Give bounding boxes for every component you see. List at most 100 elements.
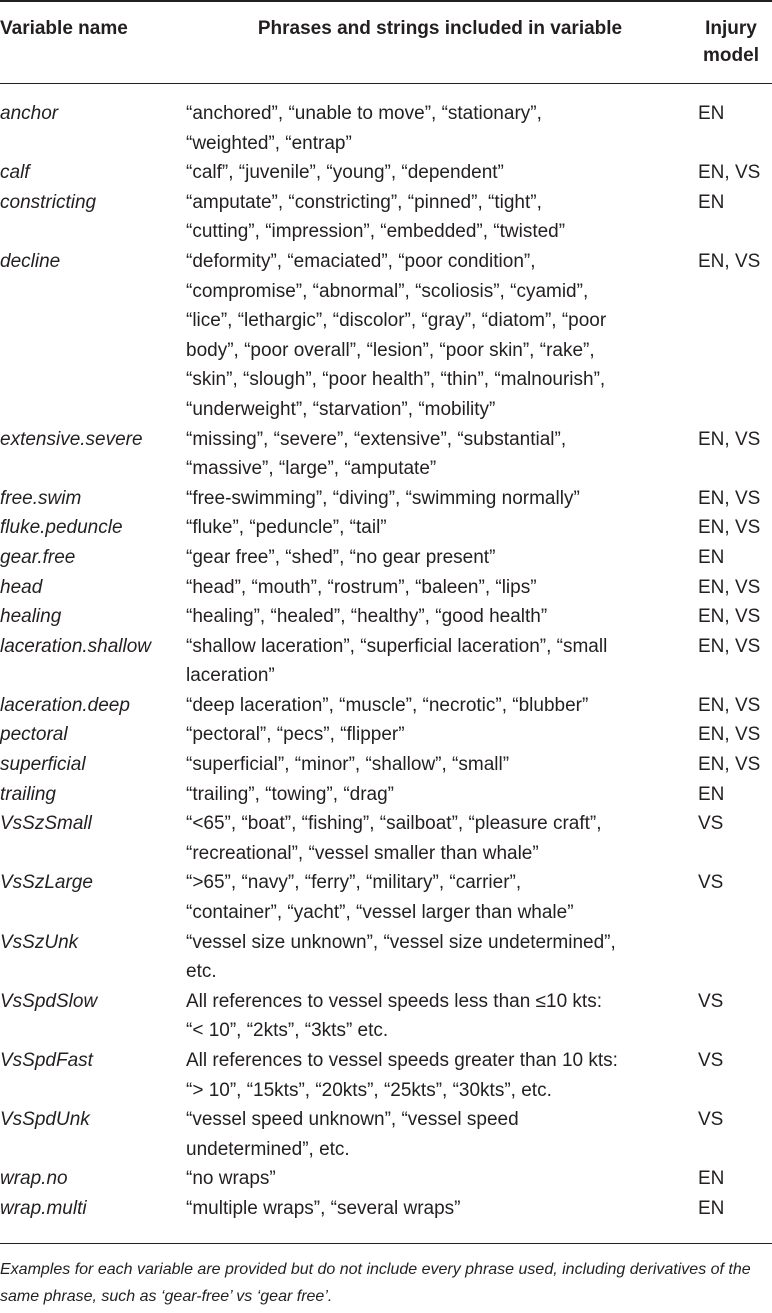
injury-model: EN	[698, 1197, 725, 1219]
phrases-cell: “vessel size unknown”, “vessel size unde…	[186, 928, 698, 987]
phrase-line: “gear free”, “shed”, “no gear present”	[186, 546, 496, 568]
phrases-cell: “>65”, “navy”, “ferry”, “military”, “car…	[186, 868, 698, 927]
variable-name: free.swim	[0, 487, 82, 509]
phrase-line: “weighted”, “entrap”	[186, 132, 352, 154]
variable-name: healing	[0, 606, 62, 628]
injury-model: EN, VS	[698, 694, 761, 716]
phrases-cell: “no wraps”	[186, 1164, 698, 1194]
table-row: free.swim “free-swimming”, “diving”, “swi…	[0, 484, 772, 514]
table-row: VsSpdFast All references to vessel speeds…	[0, 1046, 772, 1105]
injury-model: EN, VS	[698, 162, 761, 184]
phrase-line: “> 10”, “15kts”, “20kts”, “25kts”, “30kt…	[186, 1079, 552, 1101]
variable-name: VsSpdFast	[0, 1050, 93, 1071]
injury-model: VS	[698, 813, 724, 835]
phrase-line: “<65”, “boat”, “fishing”, “sailboat”, “p…	[186, 813, 602, 835]
table-row: VsSzUnk “vessel size unknown”, “vessel si…	[0, 928, 772, 987]
phrases-cell: “shallow laceration”, “superficial lacer…	[186, 632, 698, 691]
variables-table: anchor“anchored”, “unable to move”, “sta…	[0, 99, 772, 1224]
phrase-line: “trailing”, “towing”, “drag”	[186, 783, 394, 805]
phrase-line: “free-swimming”, “diving”, “swimming nor…	[186, 487, 580, 509]
injury-model: EN	[698, 103, 725, 124]
table-row: wrap.no“no wraps”EN	[0, 1164, 772, 1194]
variable-name: wrap.multi	[0, 1197, 87, 1219]
phrases-cell: “calf”, “juvenile”, “young”, “dependent”	[186, 158, 698, 188]
phrase-line: “>65”, “navy”, “ferry”, “military”, “car…	[186, 872, 522, 894]
injury-model	[698, 928, 772, 987]
injury-model: EN, VS	[698, 517, 761, 539]
phrases-cell: “free-swimming”, “diving”, “swimming nor…	[186, 484, 698, 514]
phrase-line: “cutting”, “impression”, “embedded”, “tw…	[186, 221, 566, 243]
variable-name: pectoral	[0, 724, 68, 746]
table-row: pectoral“pectoral”, “pecs”, “flipper”EN,…	[0, 720, 772, 750]
phrase-line: All references to vessel speeds greater …	[186, 1050, 618, 1071]
table-row: fluke.peduncle “fluke”, “peduncle”, “tail…	[0, 513, 772, 543]
phrase-line: “container”, “yacht”, “vessel larger tha…	[186, 902, 574, 924]
injury-model: EN, VS	[698, 635, 761, 657]
phrases-cell: “amputate”, “constricting”, “pinned”, “t…	[186, 188, 698, 247]
variable-name: gear.free	[0, 546, 76, 568]
table-row: wrap.multi “multiple wraps”, “several wra…	[0, 1194, 772, 1224]
header-rule	[0, 83, 772, 84]
phrases-cell: All references to vessel speeds less tha…	[186, 987, 698, 1046]
phrase-line: “no wraps”	[186, 1168, 276, 1190]
phrase-line: etc.	[186, 961, 217, 983]
injury-model: EN, VS	[698, 487, 761, 509]
injury-model: EN, VS	[698, 576, 761, 598]
table-row: laceration.shallow “shallow laceration”, …	[0, 632, 772, 691]
table-row: anchor“anchored”, “unable to move”, “sta…	[0, 99, 772, 158]
bottom-rule	[0, 1243, 772, 1244]
phrases-cell: All references to vessel speeds greater …	[186, 1046, 698, 1105]
variable-name: VsSzSmall	[0, 813, 92, 835]
injury-model: EN	[698, 546, 725, 568]
phrase-line: “superficial”, “minor”, “shallow”, “smal…	[186, 754, 510, 776]
phrases-cell: “gear free”, “shed”, “no gear present”	[186, 543, 698, 573]
phrase-line: “vessel speed unknown”, “vessel speed	[186, 1109, 519, 1131]
injury-model: EN, VS	[698, 250, 761, 272]
phrase-line: “head”, “mouth”, “rostrum”, “baleen”, “l…	[186, 576, 537, 598]
injury-model: EN, VS	[698, 606, 761, 628]
injury-model: EN, VS	[698, 428, 761, 450]
variable-name: decline	[0, 250, 61, 272]
variable-name: calf	[0, 162, 30, 184]
variable-name: superficial	[0, 754, 86, 776]
table-row: superficial “superficial”, “minor”, “shal…	[0, 750, 772, 780]
phrase-line: “skin”, “slough”, “poor health”, “thin”,…	[186, 369, 606, 391]
phrase-line: “shallow laceration”, “superficial lacer…	[186, 635, 608, 657]
variable-name: wrap.no	[0, 1168, 68, 1190]
phrase-line: “recreational”, “vessel smaller than wha…	[186, 842, 539, 864]
phrase-line: body”, “poor overall”, “lesion”, “poor s…	[186, 339, 595, 361]
phrase-line: “pectoral”, “pecs”, “flipper”	[186, 724, 405, 746]
injury-model: VS	[698, 1109, 724, 1131]
variable-name: VsSzUnk	[0, 931, 79, 953]
phrase-line: “underweight”, “starvation”, “mobility”	[186, 398, 496, 420]
table-row: VsSzSmall “<65”, “boat”, “fishing”, “sail…	[0, 809, 772, 868]
injury-model: EN, VS	[698, 754, 761, 776]
phrase-line: “deformity”, “emaciated”, “poor conditio…	[186, 250, 536, 272]
table-row: healing “healing”, “healed”, “healthy”, “…	[0, 602, 772, 632]
header-injury-model: Injury model	[690, 15, 772, 69]
phrase-line: “fluke”, “peduncle”, “tail”	[186, 517, 387, 539]
table-row: head“head”, “mouth”, “rostrum”, “baleen”…	[0, 573, 772, 603]
variable-name: fluke.peduncle	[0, 517, 123, 539]
table-row: laceration.deep“deep laceration”, “muscl…	[0, 691, 772, 721]
variable-name: trailing	[0, 783, 56, 805]
phrase-line: “lice”, “lethargic”, “discolor”, “gray”,…	[186, 310, 607, 332]
phrase-line: “healing”, “healed”, “healthy”, “good he…	[186, 606, 548, 628]
header-injury-line2: model	[703, 45, 759, 66]
header-phrases: Phrases and strings included in variable	[257, 18, 623, 39]
phrases-cell: “head”, “mouth”, “rostrum”, “baleen”, “l…	[186, 573, 698, 603]
phrase-line: “multiple wraps”, “several wraps”	[186, 1197, 461, 1219]
table-row: decline “deformity”, “emaciated”, “poor c…	[0, 247, 772, 425]
variable-name: laceration.shallow	[0, 635, 152, 657]
table-row: calf “calf”, “juvenile”, “young”, “depend…	[0, 158, 772, 188]
phrase-line: “massive”, “large”, “amputate”	[186, 458, 437, 480]
variable-name: extensive.severe	[0, 428, 143, 450]
table-row: extensive.severe “missing”, “severe”, “ex…	[0, 425, 772, 484]
phrases-cell: “fluke”, “peduncle”, “tail”	[186, 513, 698, 543]
injury-model: VS	[698, 872, 724, 894]
injury-model: VS	[698, 990, 724, 1012]
phrases-cell: “pectoral”, “pecs”, “flipper”	[186, 720, 698, 750]
phrases-cell: “missing”, “severe”, “extensive”, “subst…	[186, 425, 698, 484]
